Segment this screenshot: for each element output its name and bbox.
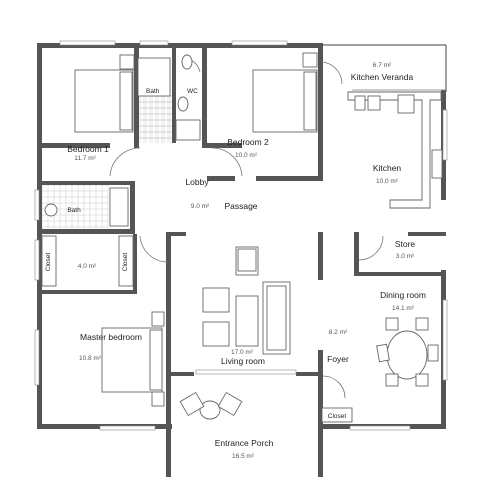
windows [34, 40, 448, 431]
closet-foyer-label: Closet [328, 413, 347, 420]
kitchen-veranda-area: 6.7 m² [373, 62, 392, 69]
passage-area: 9.0 m² [191, 203, 210, 210]
doors [109, 57, 384, 399]
kitchen-area: 10.0 m² [376, 178, 399, 185]
bedroom2-label: Bedroom 2 [227, 137, 269, 147]
bedroom1-label: Bedroom 1 [67, 144, 109, 154]
living-label: Living room [221, 356, 265, 366]
furniture [41, 52, 446, 423]
kitchen-label: Kitchen [373, 163, 402, 173]
bath-tiles [41, 89, 172, 229]
bedroom2-area: 10.0 m² [235, 152, 258, 159]
living-area: 17.0 m² [231, 349, 254, 356]
kitchen-veranda-label: Kitchen Veranda [351, 72, 414, 82]
entrance-label: Entrance Porch [215, 438, 274, 448]
master-label: Master bedroom [80, 332, 142, 342]
closet-right-label: Closet [122, 253, 129, 272]
store-area: 3.0 m² [396, 253, 415, 260]
hall-area: 8.2 m² [329, 329, 348, 336]
passage-label: Passage [224, 201, 257, 211]
entrance-area: 16.5 m² [232, 453, 255, 460]
room-labels: Kitchen Veranda 6.7 m² Bath WC Bedroom 1… [45, 62, 426, 460]
dining-label: Dining room [380, 290, 426, 300]
bath-label: Bath [146, 88, 160, 95]
walkin-area: 4.0 m² [78, 263, 97, 270]
bath2-label: Bath [67, 207, 81, 214]
foyer-label: Foyer [327, 354, 349, 364]
dining-area: 14.1 m² [392, 305, 415, 312]
bedroom1-area: 11.7 m² [74, 155, 96, 162]
master-area: 10.8 m² [79, 355, 102, 362]
store-label: Store [395, 239, 416, 249]
wc-label: WC [187, 88, 198, 95]
closet-left-label: Closet [45, 253, 52, 272]
lobby-label: Lobby [185, 177, 209, 187]
